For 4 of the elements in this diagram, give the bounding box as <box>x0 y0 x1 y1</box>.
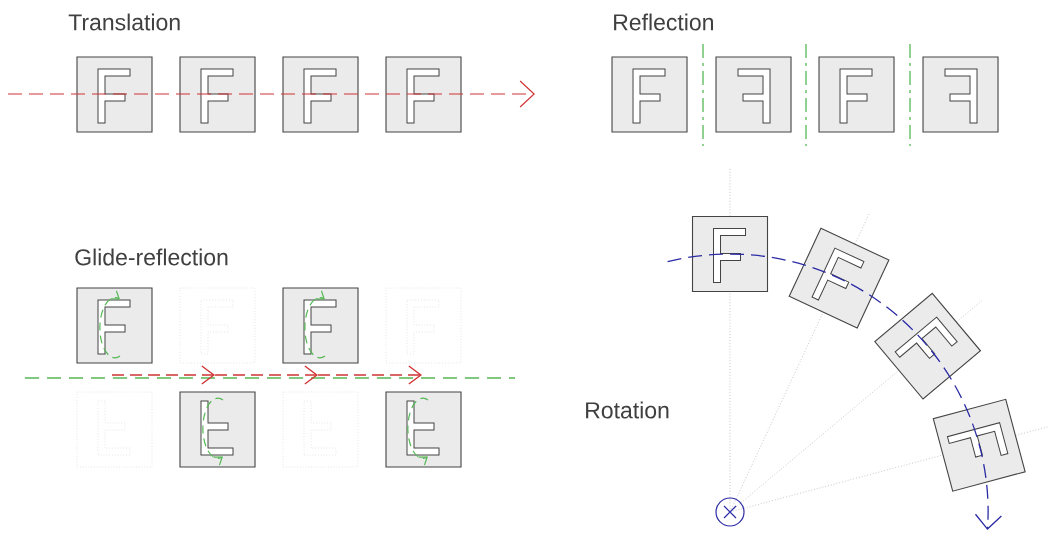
section-label: Translation <box>68 13 180 31</box>
section-label: Glide-reflection <box>75 248 228 266</box>
section-label: Rotation <box>586 401 669 419</box>
section-label: Reflection <box>614 13 713 31</box>
